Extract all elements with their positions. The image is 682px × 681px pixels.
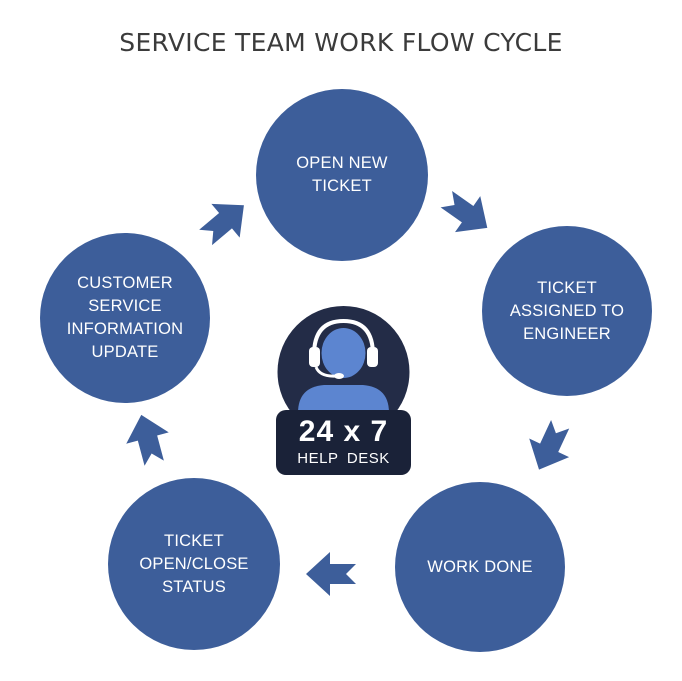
flow-arrow-3-icon [306, 552, 356, 596]
cycle-step-label: TICKET ASSIGNED TO ENGINEER [509, 278, 625, 343]
help-desk-badge: 24 x 7 HELP DESK [276, 410, 411, 475]
cycle-step-work-done: WORK DONE [395, 482, 565, 652]
cycle-step-open-new-ticket: OPEN NEW TICKET [256, 89, 428, 261]
flow-arrow-4-icon [126, 414, 169, 466]
cycle-step-label: WORK DONE [427, 557, 533, 576]
cycle-step-customer-update: CUSTOMER SERVICE INFORMATION UPDATE [40, 233, 210, 403]
cycle-step-ticket-assigned: TICKET ASSIGNED TO ENGINEER [482, 226, 652, 396]
cycle-step-label: OPEN NEW TICKET [296, 154, 388, 195]
help-desk-label: HELP DESK [297, 450, 390, 467]
cycle-step-ticket-status: TICKET OPEN/CLOSE STATUS [108, 478, 280, 650]
cycle-step-label: CUSTOMER SERVICE INFORMATION UPDATE [66, 274, 184, 361]
cycle-step-label: TICKET OPEN/CLOSE STATUS [139, 531, 249, 596]
flow-arrow-2-icon [529, 420, 570, 470]
flow-arrow-1-icon [440, 191, 488, 233]
support-agent-headset-icon [277, 306, 410, 438]
help-desk-hours: 24 x 7 [298, 415, 389, 448]
flow-arrow-5-icon [199, 203, 244, 246]
page-title: SERVICE TEAM WORK FLOW CYCLE [119, 28, 563, 57]
